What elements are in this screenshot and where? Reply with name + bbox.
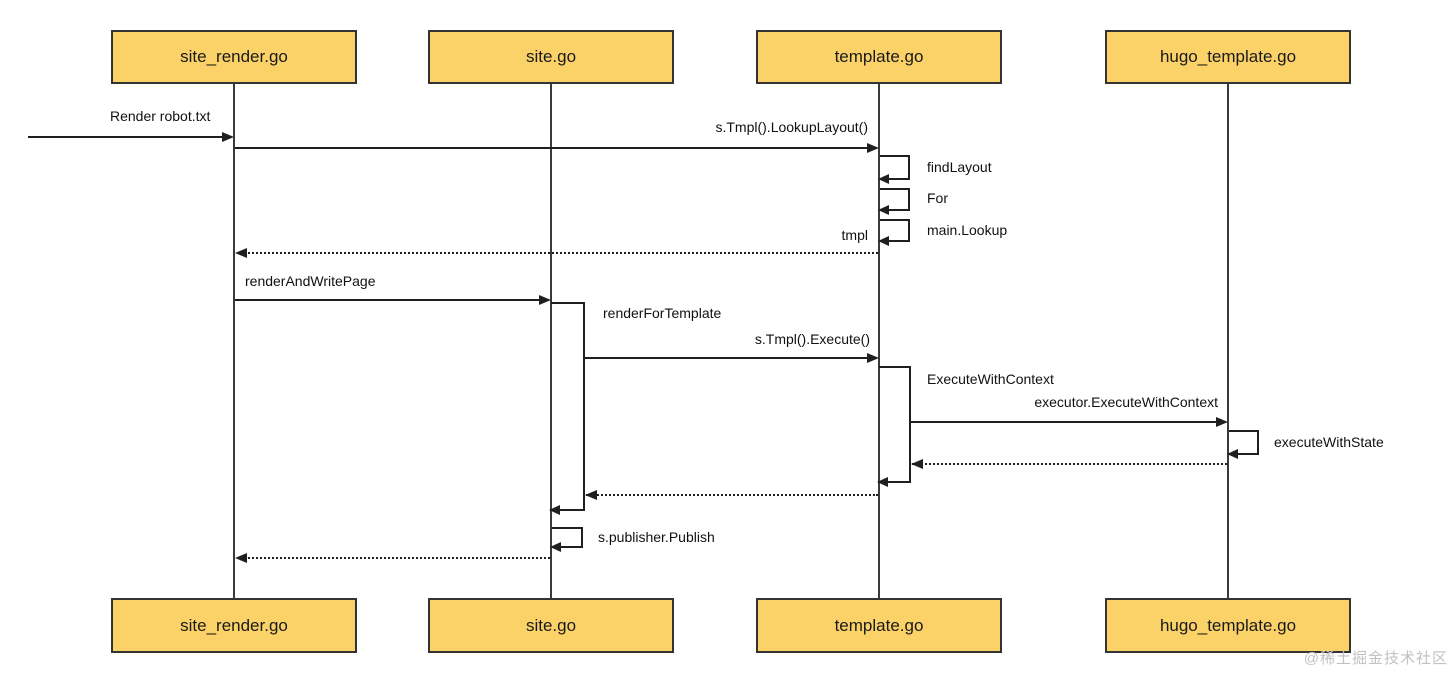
- message-arrow-executor-execute-with-context: [911, 421, 1222, 423]
- message-label-execute-with-state: executeWithState: [1274, 434, 1384, 450]
- message-label-executor-execute-with-context: executor.ExecuteWithContext: [1034, 394, 1218, 410]
- message-label-main-lookup: main.Lookup: [927, 222, 1008, 238]
- message-label-render-for-template: renderForTemplate: [603, 305, 722, 321]
- actor-box-bottom-site-render: site_render.go: [111, 598, 357, 653]
- message-label-render-and-write-page: renderAndWritePage: [245, 273, 376, 289]
- message-label-publisher-publish: s.publisher.Publish: [598, 529, 715, 545]
- actor-label: template.go: [834, 47, 924, 66]
- message-label-render-robot: Render robot.txt: [110, 108, 211, 124]
- arrowhead-right-icon: [539, 295, 551, 305]
- arrowhead-left-icon: [235, 248, 247, 258]
- message-arrow-render-and-write-page: [235, 299, 545, 301]
- actor-label: site.go: [525, 615, 577, 635]
- self-call-find-layout: [878, 155, 910, 184]
- actor-label: hugo_template.go: [1159, 615, 1297, 635]
- arrowhead-left-icon: [585, 490, 597, 500]
- actor-box-top-hugo-template: hugo_template.go: [1105, 30, 1351, 84]
- lifeline-site-render: [233, 84, 235, 598]
- arrowhead-left-icon: [911, 459, 923, 469]
- actor-label: site.go: [525, 47, 577, 66]
- return-arrow-site-to-site-render: [240, 557, 550, 559]
- self-call-for: [878, 188, 910, 215]
- arrowhead-right-icon: [867, 353, 879, 363]
- arrowhead-right-icon: [222, 132, 234, 142]
- arrowhead-left-icon: [235, 553, 247, 563]
- return-arrow-tmpl: [240, 252, 878, 254]
- message-label-for: For: [927, 190, 948, 206]
- self-call-main-lookup: [878, 219, 910, 246]
- message-label-execute-with-context: ExecuteWithContext: [927, 371, 1054, 387]
- message-arrow-execute: [585, 357, 873, 359]
- message-label-find-layout: findLayout: [927, 159, 992, 175]
- message-label-execute: s.Tmpl().Execute(): [754, 331, 870, 347]
- arrowhead-right-icon: [867, 143, 879, 153]
- activation-execute-with-context: [877, 366, 911, 487]
- actor-box-top-site: site.go: [428, 30, 674, 84]
- message-arrow-lookup-layout: [235, 147, 875, 149]
- actor-box-top-site-render: site_render.go: [111, 30, 357, 84]
- lifeline-template: [878, 84, 880, 598]
- actor-label: site_render.go: [180, 615, 288, 635]
- watermark-text: @稀土掘金技术社区: [1303, 650, 1448, 667]
- activation-render-for-template: [549, 302, 585, 515]
- actor-box-bottom-hugo-template: hugo_template.go: [1105, 598, 1351, 653]
- self-call-execute-with-state: [1227, 430, 1259, 459]
- self-call-publisher-publish: [550, 527, 583, 552]
- actor-label: hugo_template.go: [1159, 47, 1297, 66]
- actor-label: site_render.go: [180, 47, 288, 66]
- message-label-tmpl: tmpl: [841, 227, 868, 243]
- return-arrow-template-to-site: [586, 494, 878, 496]
- actor-box-bottom-site: site.go: [428, 598, 674, 653]
- lifeline-hugo-template: [1227, 84, 1229, 598]
- message-arrow-render-robot: [28, 136, 229, 138]
- lifeline-site: [550, 84, 552, 598]
- actor-label: template.go: [834, 615, 924, 635]
- return-arrow-hugo-to-template: [912, 463, 1227, 465]
- actor-box-top-template: template.go: [756, 30, 1002, 84]
- arrowhead-right-icon: [1216, 417, 1228, 427]
- message-label-lookup-layout: s.Tmpl().LookupLayout(): [715, 119, 868, 135]
- actor-box-bottom-template: template.go: [756, 598, 1002, 653]
